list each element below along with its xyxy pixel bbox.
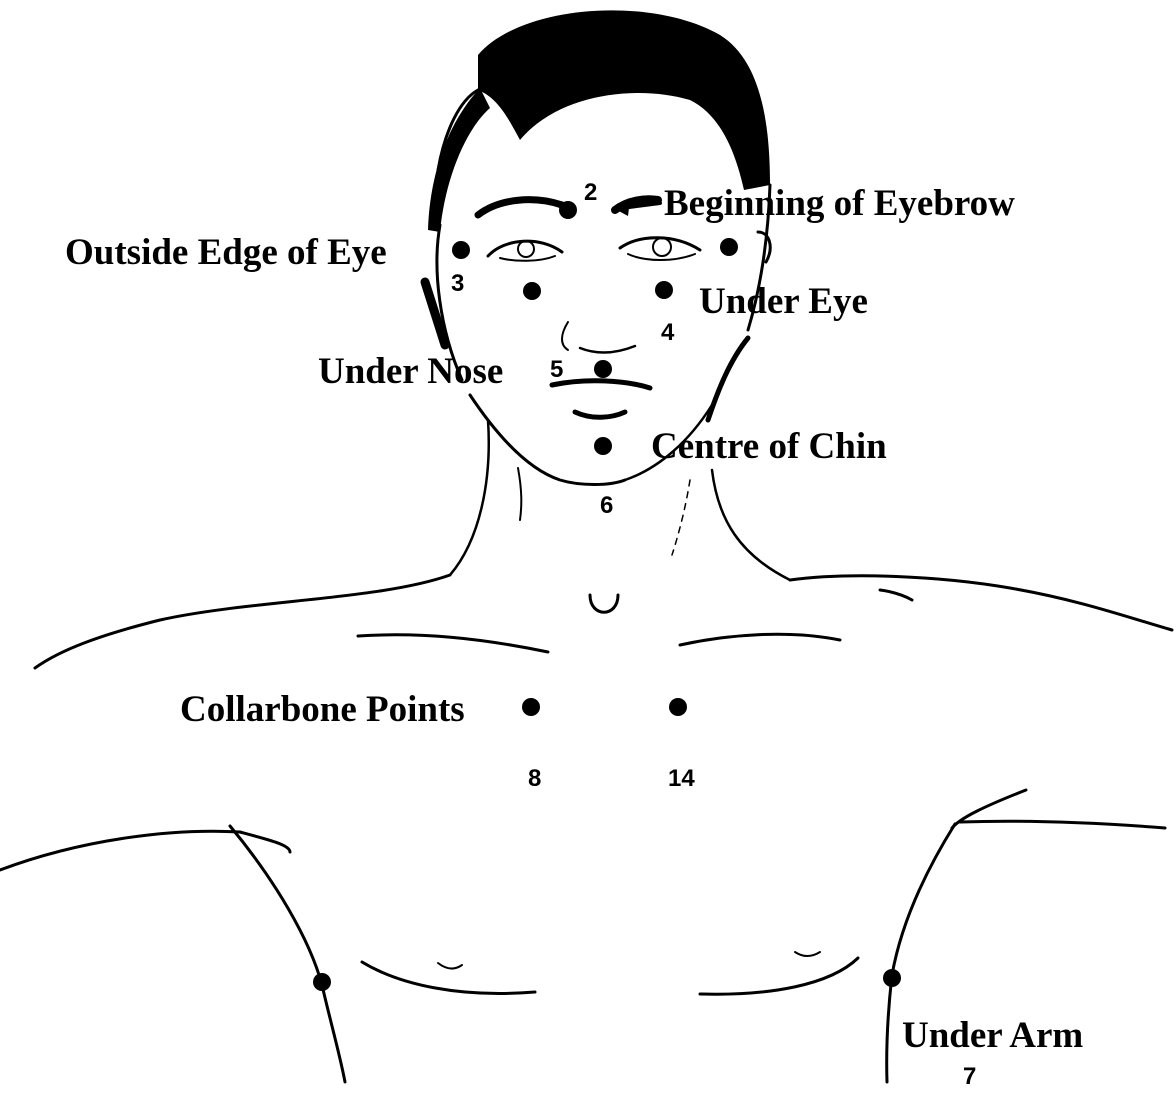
- pec-left: [362, 962, 535, 993]
- number-under-arm: 7: [963, 1063, 976, 1088]
- neck-right: [712, 470, 790, 580]
- number-outside-eye: 3: [451, 270, 464, 297]
- mouth: [552, 381, 650, 388]
- point-collarbone-left: [522, 698, 540, 716]
- number-eyebrow: 2: [584, 179, 597, 206]
- point-under-arm-left: [313, 973, 331, 991]
- eye-left-iris: [518, 241, 534, 257]
- label-under-arm: Under Arm: [902, 1015, 1083, 1056]
- eye-left: [488, 241, 562, 256]
- point-eyebrow: [559, 201, 577, 219]
- shoulder-right: [790, 576, 1172, 630]
- neck-shadow-right: [672, 480, 690, 555]
- shoulder-lower-right: [952, 790, 1165, 828]
- eye-right-lower: [628, 254, 695, 260]
- number-collarbone-left: 8: [528, 765, 541, 792]
- point-outside-eye-left: [452, 241, 470, 259]
- eye-right-iris: [653, 238, 671, 256]
- number-under-eye: 4: [661, 319, 675, 346]
- hair: [478, 10, 770, 190]
- point-under-eye-right: [655, 281, 673, 299]
- neck-left: [450, 420, 489, 575]
- eye-right: [620, 238, 700, 250]
- collarbone-line-right: [680, 634, 840, 645]
- nipple-right: [795, 952, 820, 956]
- point-chin: [594, 437, 612, 455]
- pec-right: [700, 958, 858, 994]
- label-under-nose: Under Nose: [318, 351, 503, 392]
- shoulder-lower-left: [0, 831, 290, 870]
- lower-lip: [575, 412, 625, 417]
- number-collarbone-right: 14: [668, 765, 695, 792]
- collarbone-line-left: [358, 635, 548, 652]
- nose-base: [580, 346, 635, 352]
- arm-line-left: [230, 826, 345, 1082]
- label-outside-edge-of-eye: Outside Edge of Eye: [65, 232, 387, 273]
- shoulder-left: [35, 575, 450, 668]
- point-under-arm-right: [883, 969, 901, 987]
- nipple-left: [438, 963, 462, 969]
- point-outside-eye-right: [720, 238, 738, 256]
- point-under-nose: [594, 360, 612, 378]
- point-under-eye-left: [523, 282, 541, 300]
- jaw-shadow-right: [708, 338, 748, 420]
- number-under-nose: 5: [550, 356, 563, 383]
- throat-notch: [590, 595, 618, 612]
- shoulder-detail-right: [880, 590, 912, 600]
- label-beginning-of-eyebrow: Beginning of Eyebrow: [664, 183, 1015, 224]
- number-chin: 6: [600, 492, 613, 519]
- nose-bridge: [562, 322, 568, 350]
- label-centre-of-chin: Centre of Chin: [651, 426, 887, 467]
- point-collarbone-right: [669, 698, 687, 716]
- label-under-eye: Under Eye: [699, 281, 868, 322]
- eyebrow-left: [478, 200, 562, 215]
- neck-shadow-left: [518, 468, 521, 520]
- label-collarbone-points: Collarbone Points: [180, 689, 465, 730]
